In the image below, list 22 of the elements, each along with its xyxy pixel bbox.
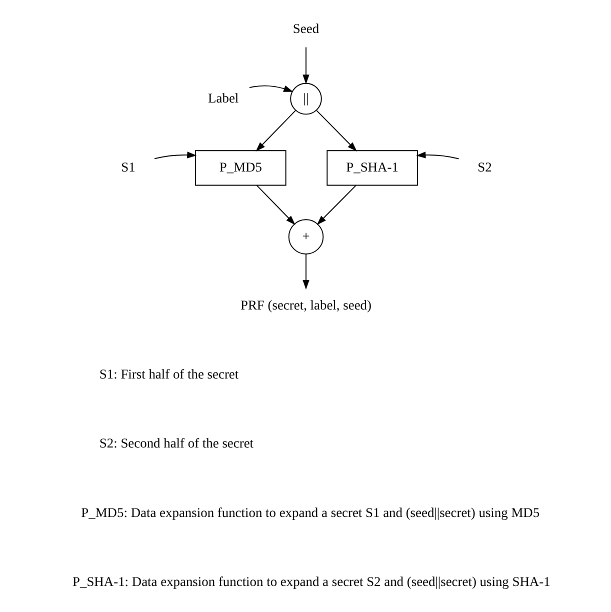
label: S1: First half of the secret bbox=[98, 366, 238, 382]
arrow bbox=[255, 110, 296, 152]
node-box: P_SHA-1 bbox=[326, 150, 418, 186]
node-box: P_MD5 bbox=[194, 150, 286, 186]
arrow bbox=[416, 152, 459, 160]
label: P_MD5: Data expansion function to expand a secret S1 and (seed||secret) using MD5 bbox=[80, 504, 540, 520]
arrow bbox=[316, 110, 356, 152]
node-circle: || bbox=[290, 82, 322, 115]
node-circle: + bbox=[288, 219, 324, 254]
label: P_SHA-1: Data expansion function to expand a secret S2 and (seed||secret) using SHA-1 bbox=[72, 574, 550, 589]
arrow bbox=[248, 85, 293, 92]
arrow bbox=[302, 46, 309, 84]
node-text: Seed bbox=[292, 21, 319, 36]
node-text: S1 bbox=[120, 160, 135, 175]
arrow bbox=[154, 152, 196, 160]
node-text: PRF (secret, label, seed) bbox=[240, 297, 371, 312]
label: S2: Second half of the secret bbox=[98, 436, 254, 451]
arrow bbox=[256, 185, 295, 225]
arrow bbox=[302, 254, 309, 290]
node-text: S2 bbox=[477, 160, 492, 175]
arrow bbox=[316, 185, 356, 225]
node-text: Label bbox=[208, 90, 238, 106]
